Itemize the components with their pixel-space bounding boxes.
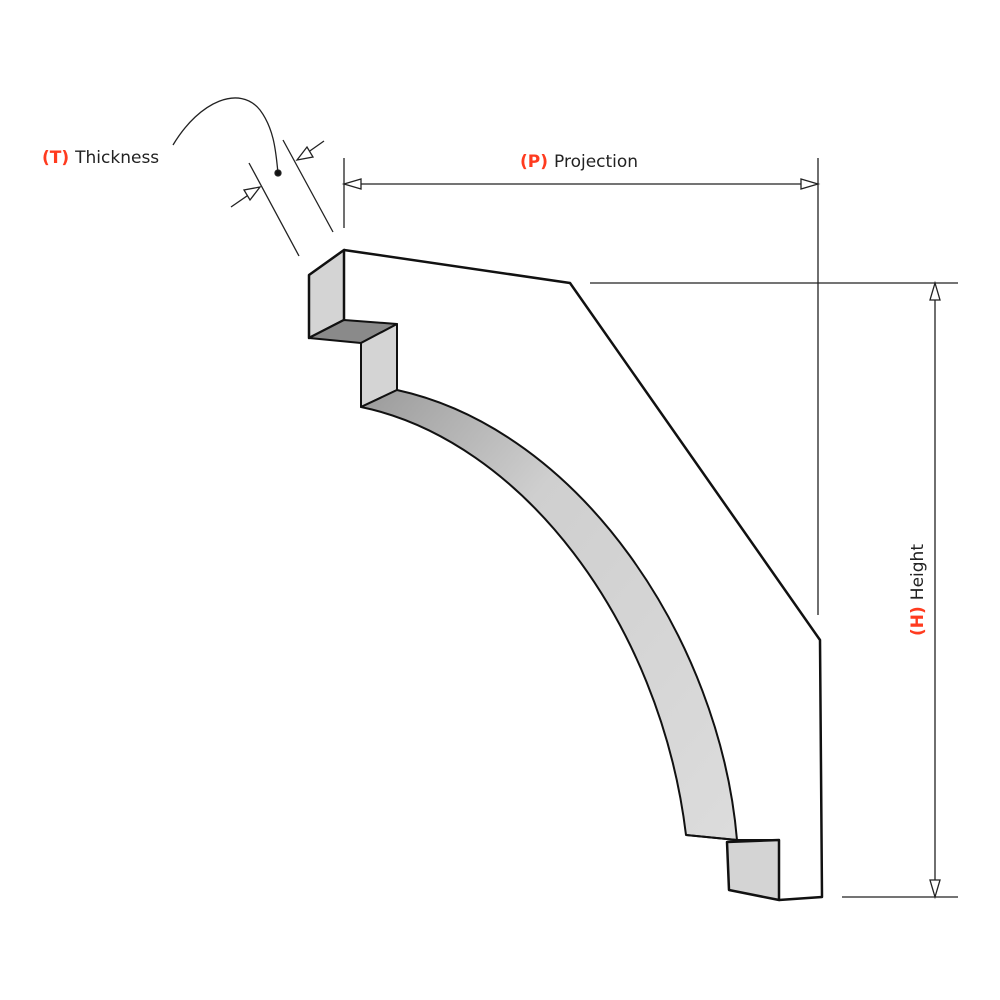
projection-label: (P) Projection	[520, 152, 638, 172]
thickness-label: (T)Thickness	[42, 148, 159, 168]
arrowhead-top	[929, 280, 941, 301]
height-label: (H) Height	[908, 544, 928, 636]
projection-text: Projection	[554, 152, 639, 172]
leader-dot	[274, 169, 282, 177]
arrowhead-left	[341, 178, 362, 190]
leader-line	[172, 97, 279, 174]
bottom-ledge	[685, 834, 779, 841]
height-dimension	[590, 280, 958, 900]
bottom-step-face	[725, 838, 781, 902]
arrowhead-thickness-left	[242, 186, 262, 202]
molding-profile	[307, 248, 824, 902]
projection-dimension	[341, 158, 821, 615]
back-outline	[343, 248, 824, 902]
thickness-key: (T)	[42, 148, 70, 168]
arrowhead-bottom	[929, 879, 941, 900]
height-text: Height	[908, 544, 928, 601]
arrowhead-right	[800, 178, 821, 190]
height-key: (H)	[908, 606, 928, 636]
curved-face	[360, 389, 738, 841]
arrowhead-thickness-right	[295, 145, 315, 161]
thickness-dimension	[172, 97, 334, 257]
projection-key: (P)	[520, 152, 548, 172]
thickness-text: Thickness	[75, 148, 160, 168]
